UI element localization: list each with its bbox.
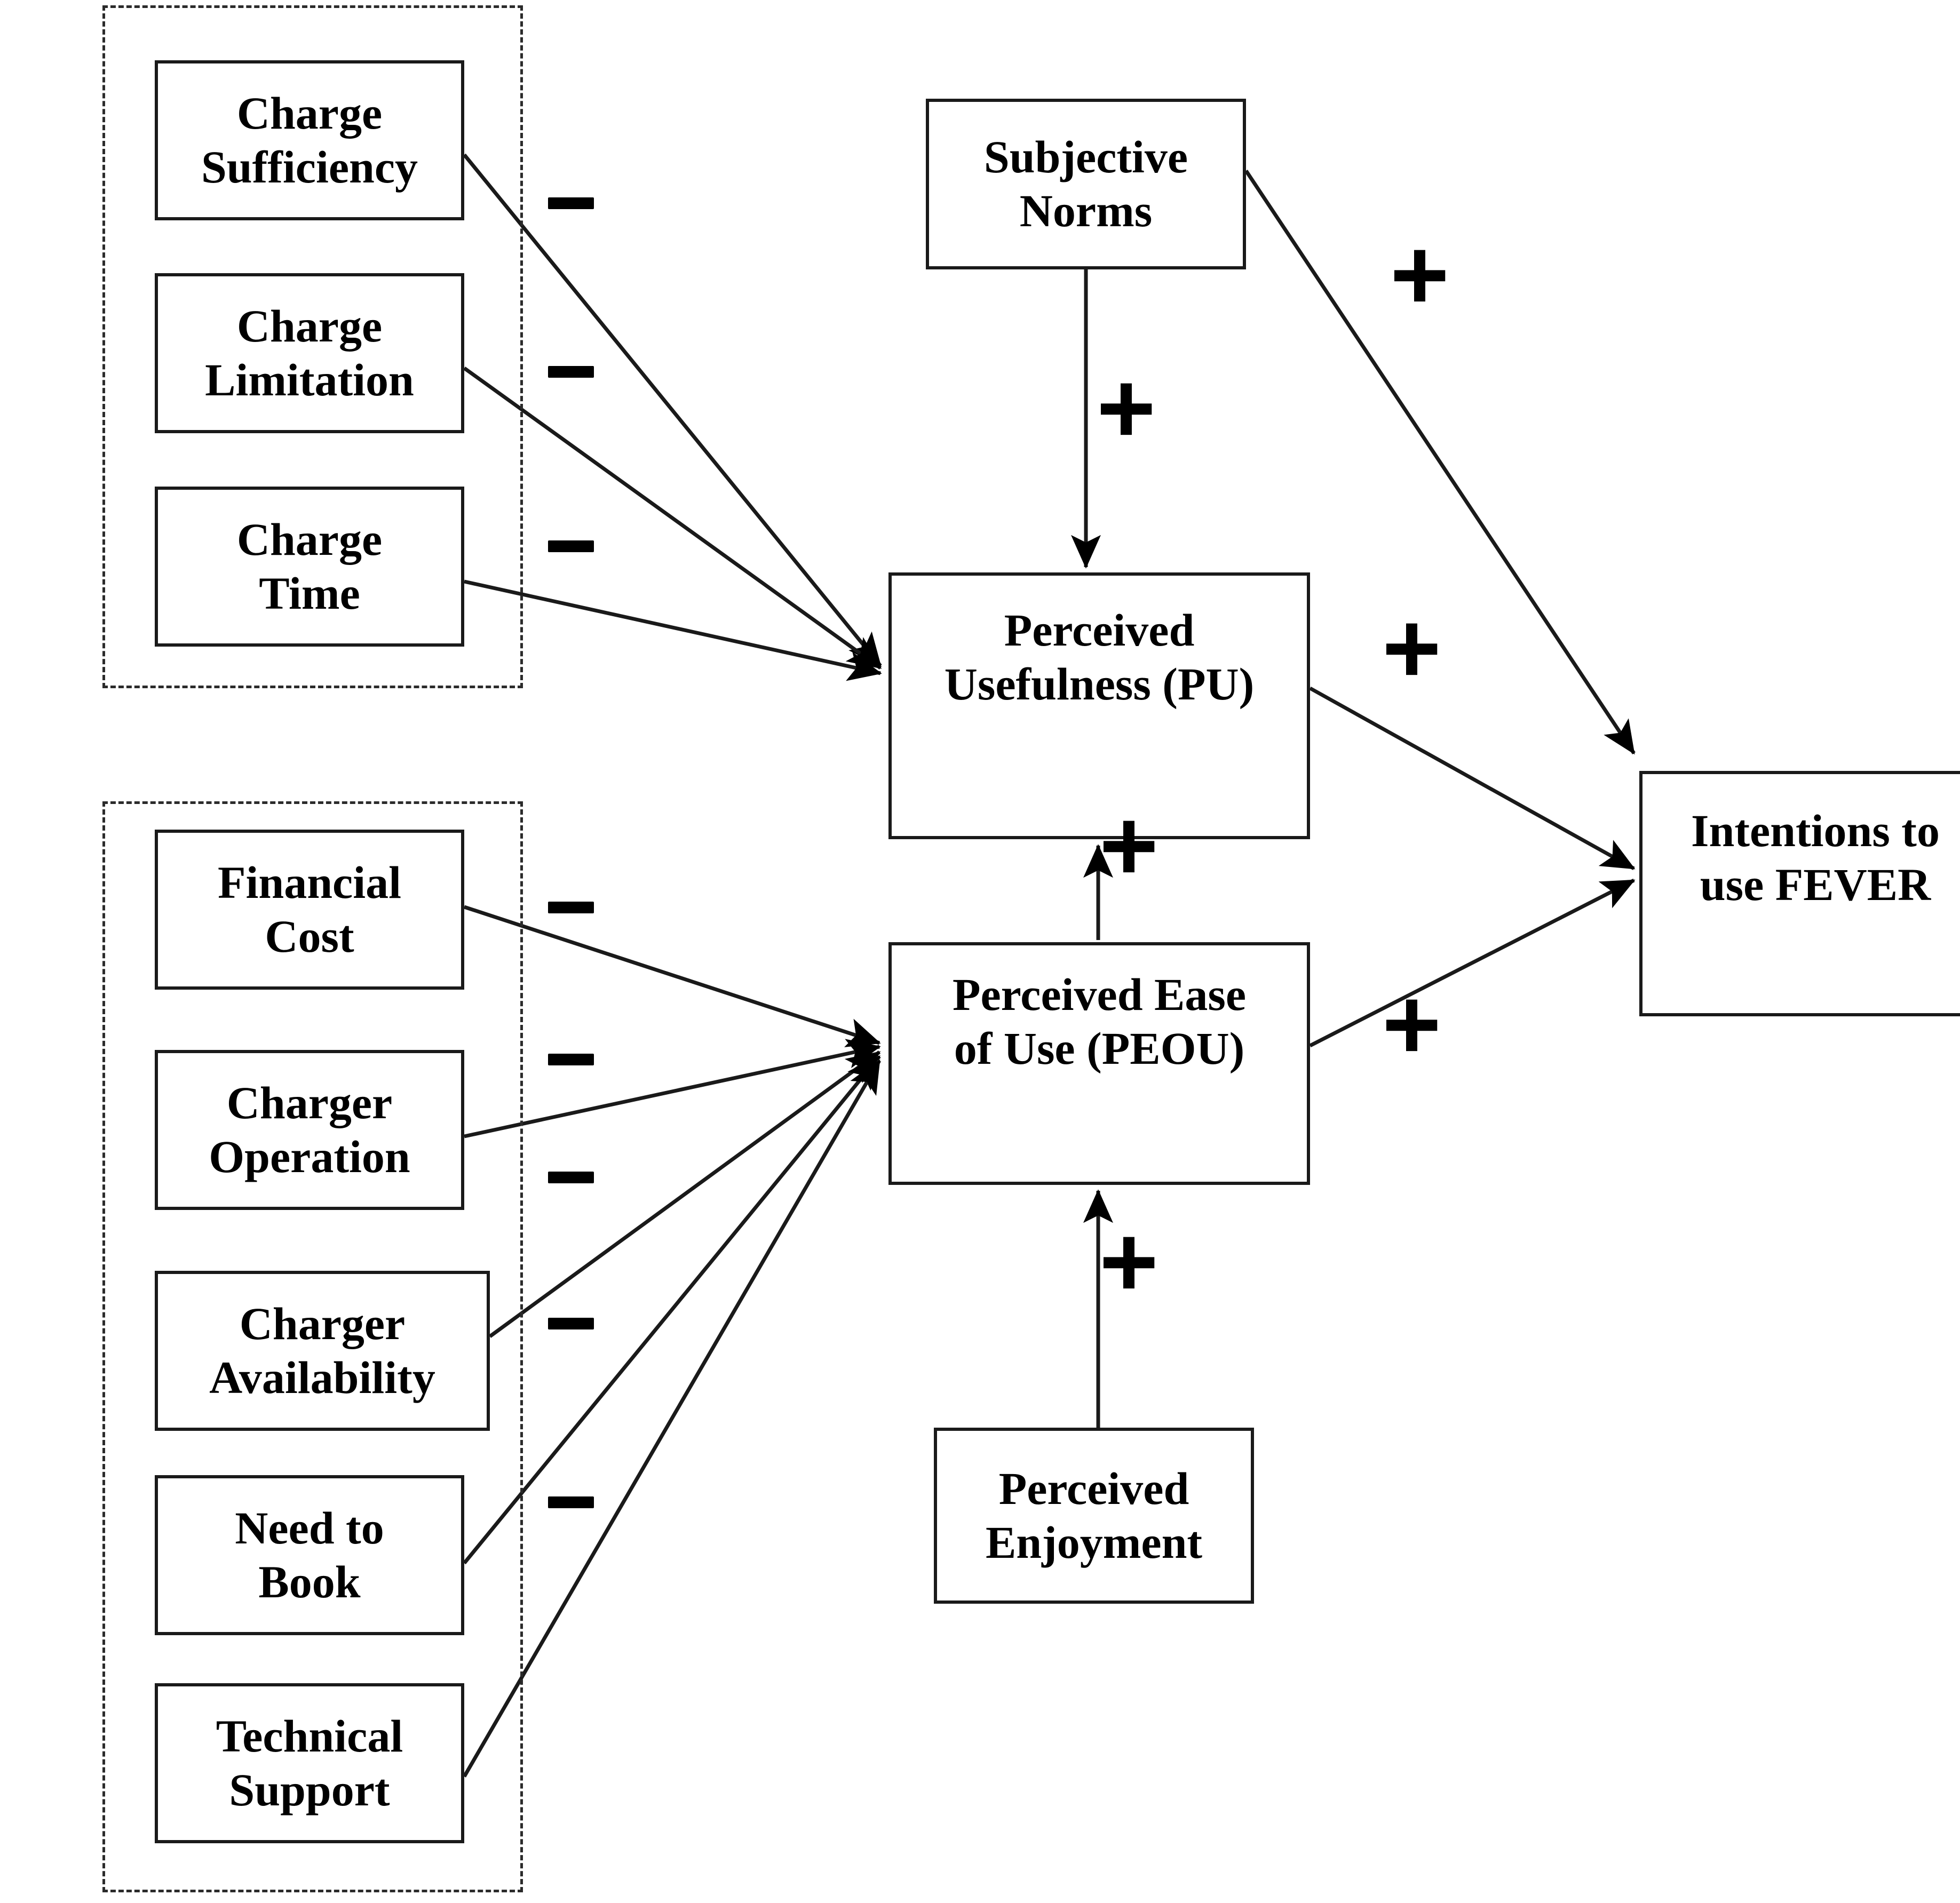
node-line-2: Book — [258, 1556, 361, 1607]
node-line-2: Support — [229, 1764, 390, 1816]
node-line-1: Perceived — [998, 1462, 1189, 1514]
sign-plus-subjective-norms-to-intentions: + — [1390, 218, 1449, 331]
node-line-2: Time — [259, 568, 360, 619]
node-line-2: Operation — [209, 1131, 410, 1182]
sign-minus-charge-time — [548, 540, 594, 552]
edge-need-to-book-to-peou — [463, 1055, 881, 1565]
sign-minus-financial-cost — [548, 902, 594, 913]
edge-charger-operation-to-peou — [464, 1039, 881, 1138]
node-line-1: Need to — [235, 1502, 384, 1554]
node-line-1: Subjective — [983, 131, 1188, 182]
node-line-1: Intentions to — [1691, 805, 1940, 856]
node-line-1: Technical — [216, 1710, 403, 1762]
node-line-1: Charger — [239, 1297, 406, 1349]
node-line-2: Usefulness (PU) — [944, 658, 1255, 710]
node-line-2: of Use (PEOU) — [954, 1023, 1245, 1074]
sign-minus-charger-availability — [548, 1318, 594, 1329]
edge-charge-sufficiency-to-pu — [463, 153, 882, 667]
node-line-2: Cost — [265, 911, 354, 962]
node-line-1: Financial — [217, 856, 402, 908]
group-output-quality — [102, 5, 523, 688]
node-line-1: Perceived Ease — [952, 969, 1247, 1020]
sign-minus-charge-limitation — [548, 366, 594, 378]
node-line-1: Charge — [236, 513, 383, 565]
node-line-2: Limitation — [205, 354, 414, 405]
edge-pu-to-intentions — [1309, 686, 1636, 871]
node-line-1: Charger — [226, 1077, 393, 1128]
node-line-1: Perceived — [1004, 604, 1195, 656]
sign-minus-need-to-book — [548, 1496, 594, 1508]
sign-minus-charger-availability-upper — [548, 1172, 594, 1183]
node-line-2: Enjoyment — [985, 1517, 1203, 1568]
group-label-output-quality: Output quality — [0, 928, 52, 960]
node-line-2: Availability — [209, 1352, 435, 1403]
edge-technical-support-to-peou — [462, 1059, 882, 1778]
sign-minus-charge-sufficiency — [548, 197, 594, 209]
node-line-2: Norms — [1019, 185, 1153, 236]
sign-minus-charger-operation — [548, 1054, 594, 1065]
edge-charge-limitation-to-pu — [463, 367, 882, 670]
sign-plus-pu-to-intentions: + — [1382, 592, 1441, 705]
node-line-2: use FEVER — [1700, 859, 1931, 911]
edge-charge-time-to-pu — [464, 579, 882, 681]
sign-plus-subjective-norms-to-pu: + — [1097, 352, 1156, 465]
sign-plus-enjoyment-to-peou: + — [1099, 1205, 1158, 1318]
sign-plus-peou-to-pu: + — [1099, 789, 1158, 902]
node-line-1: Charge — [236, 300, 383, 352]
node-line-1: Charge — [236, 87, 383, 139]
edge-peou-to-intentions — [1309, 878, 1636, 1048]
sign-plus-peou-to-intentions: + — [1382, 968, 1441, 1081]
edge-financial-cost-to-peou — [463, 905, 881, 1047]
group-control-beliefs — [102, 801, 523, 1892]
edge-charger-availability-to-peou — [488, 1050, 881, 1338]
node-line-2: Sufficiency — [201, 141, 418, 193]
